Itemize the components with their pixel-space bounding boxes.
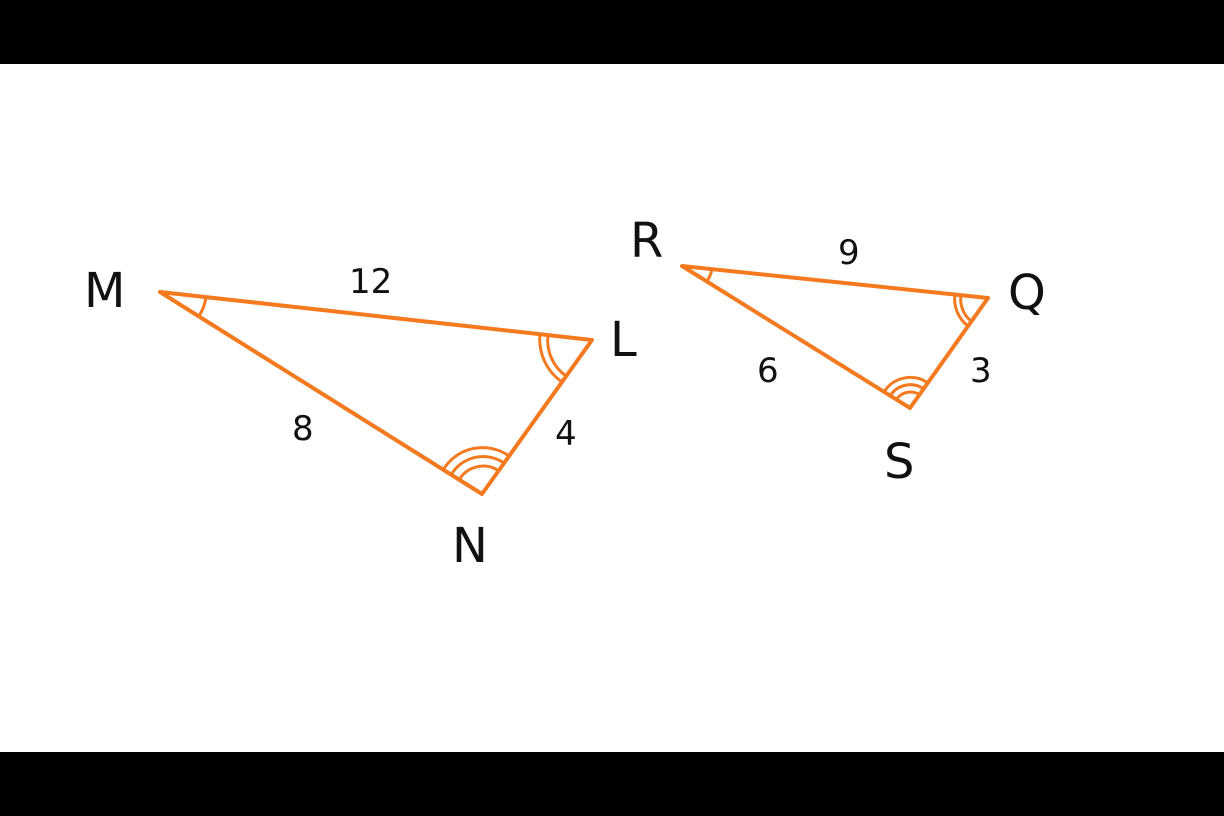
angle-q-arc-1 — [953, 293, 969, 328]
angle-n-arc-3 — [457, 464, 500, 481]
vertex-label-q: Q — [1008, 265, 1046, 321]
vertex-label-r: R — [630, 213, 663, 269]
angle-s-arc-3 — [894, 390, 921, 401]
angle-n-arc-1 — [441, 446, 510, 471]
triangle-rqs: R Q S 9 6 3 — [630, 213, 1046, 490]
angle-q-arc-2 — [959, 294, 973, 323]
vertex-label-l: L — [610, 312, 637, 368]
vertex-label-m: M — [84, 263, 125, 319]
angle-n-arc-2 — [449, 455, 505, 476]
triangle-mln-outline — [158, 290, 594, 496]
side-label-ln: 4 — [555, 414, 577, 454]
triangle-rqs-outline — [680, 264, 990, 410]
triangle-mln: M L N 12 8 4 — [84, 262, 637, 574]
letterbox-bottom — [0, 752, 1224, 816]
angle-l-arc-2 — [546, 334, 567, 378]
diagram-canvas — [0, 64, 1224, 752]
side-label-ml: 12 — [349, 262, 392, 302]
angle-s-arc-2 — [888, 383, 925, 397]
vertex-label-n: N — [452, 518, 488, 574]
vertex-label-s: S — [884, 434, 914, 490]
side-label-mn: 8 — [292, 409, 314, 449]
angle-r-arc — [705, 268, 714, 282]
side-label-rs: 6 — [757, 351, 779, 391]
side-label-rq: 9 — [838, 233, 860, 273]
letterbox-top — [0, 0, 1224, 64]
angle-m-arc — [197, 296, 208, 317]
side-label-qs: 3 — [970, 351, 992, 391]
angle-l-arc-1 — [538, 333, 563, 384]
angle-s-arc-1 — [882, 375, 929, 393]
